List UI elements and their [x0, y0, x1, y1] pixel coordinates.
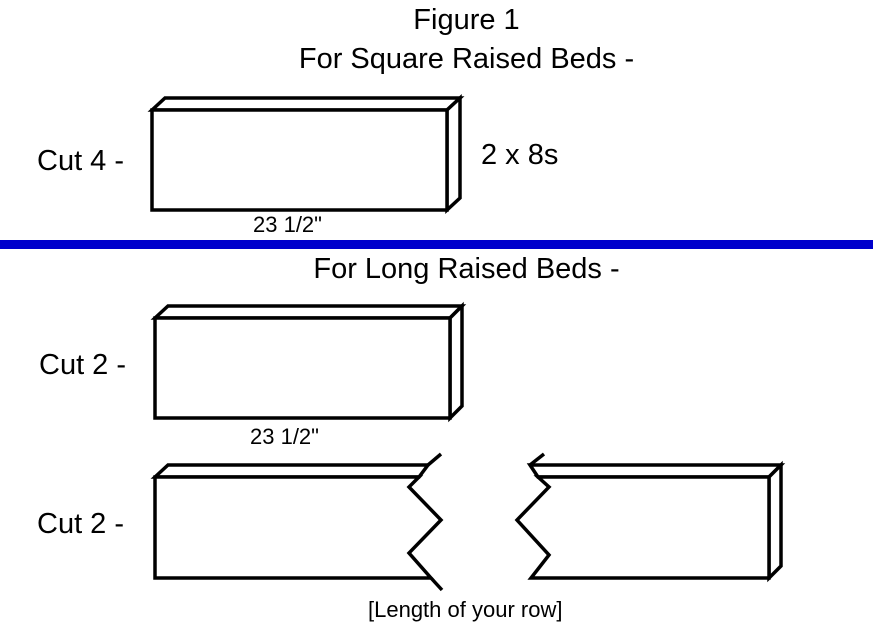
long-board-right-end-face: [767, 460, 783, 583]
long-board-left-break-line-bottom: [429, 576, 444, 592]
square-board-end-face: [445, 94, 462, 214]
short-board-length-label: 23 1/2": [250, 424, 319, 449]
square-beds-heading: For Square Raised Beds -: [298, 43, 635, 75]
long-beds-heading: For Long Raised Beds -: [313, 253, 620, 285]
long-board-left-top-face: [150, 463, 432, 479]
section-divider: [0, 240, 873, 249]
square-board-length-label: 23 1/2": [253, 212, 322, 237]
short-board-cut-label: Cut 2 -: [39, 349, 127, 381]
short-board-front-face: [153, 316, 452, 420]
square-cut-label: Cut 4 -: [37, 145, 125, 177]
long-board-right-front-face: [514, 475, 771, 580]
long-board-right-top-face: [526, 463, 786, 479]
short-board: [150, 301, 467, 423]
figure-title: Figure 1: [413, 4, 520, 36]
short-board-top-face: [150, 304, 467, 320]
lumber-size-label: 2 x 8s: [481, 139, 559, 171]
long-board-length-label: [Length of your row]: [368, 597, 563, 622]
long-board-right-break-line: [528, 452, 546, 467]
square-board-front-face: [150, 108, 449, 212]
long-board-left-piece: [150, 452, 444, 592]
square-board: [147, 94, 465, 214]
long-board-cut-label: Cut 2 -: [37, 508, 125, 540]
square-board-top-face: [147, 96, 465, 112]
long-board-left-break-line: [426, 452, 443, 467]
long-board-right-piece: [514, 452, 786, 583]
short-board-end-face: [448, 301, 464, 423]
long-board-left-front-face: [153, 475, 444, 580]
